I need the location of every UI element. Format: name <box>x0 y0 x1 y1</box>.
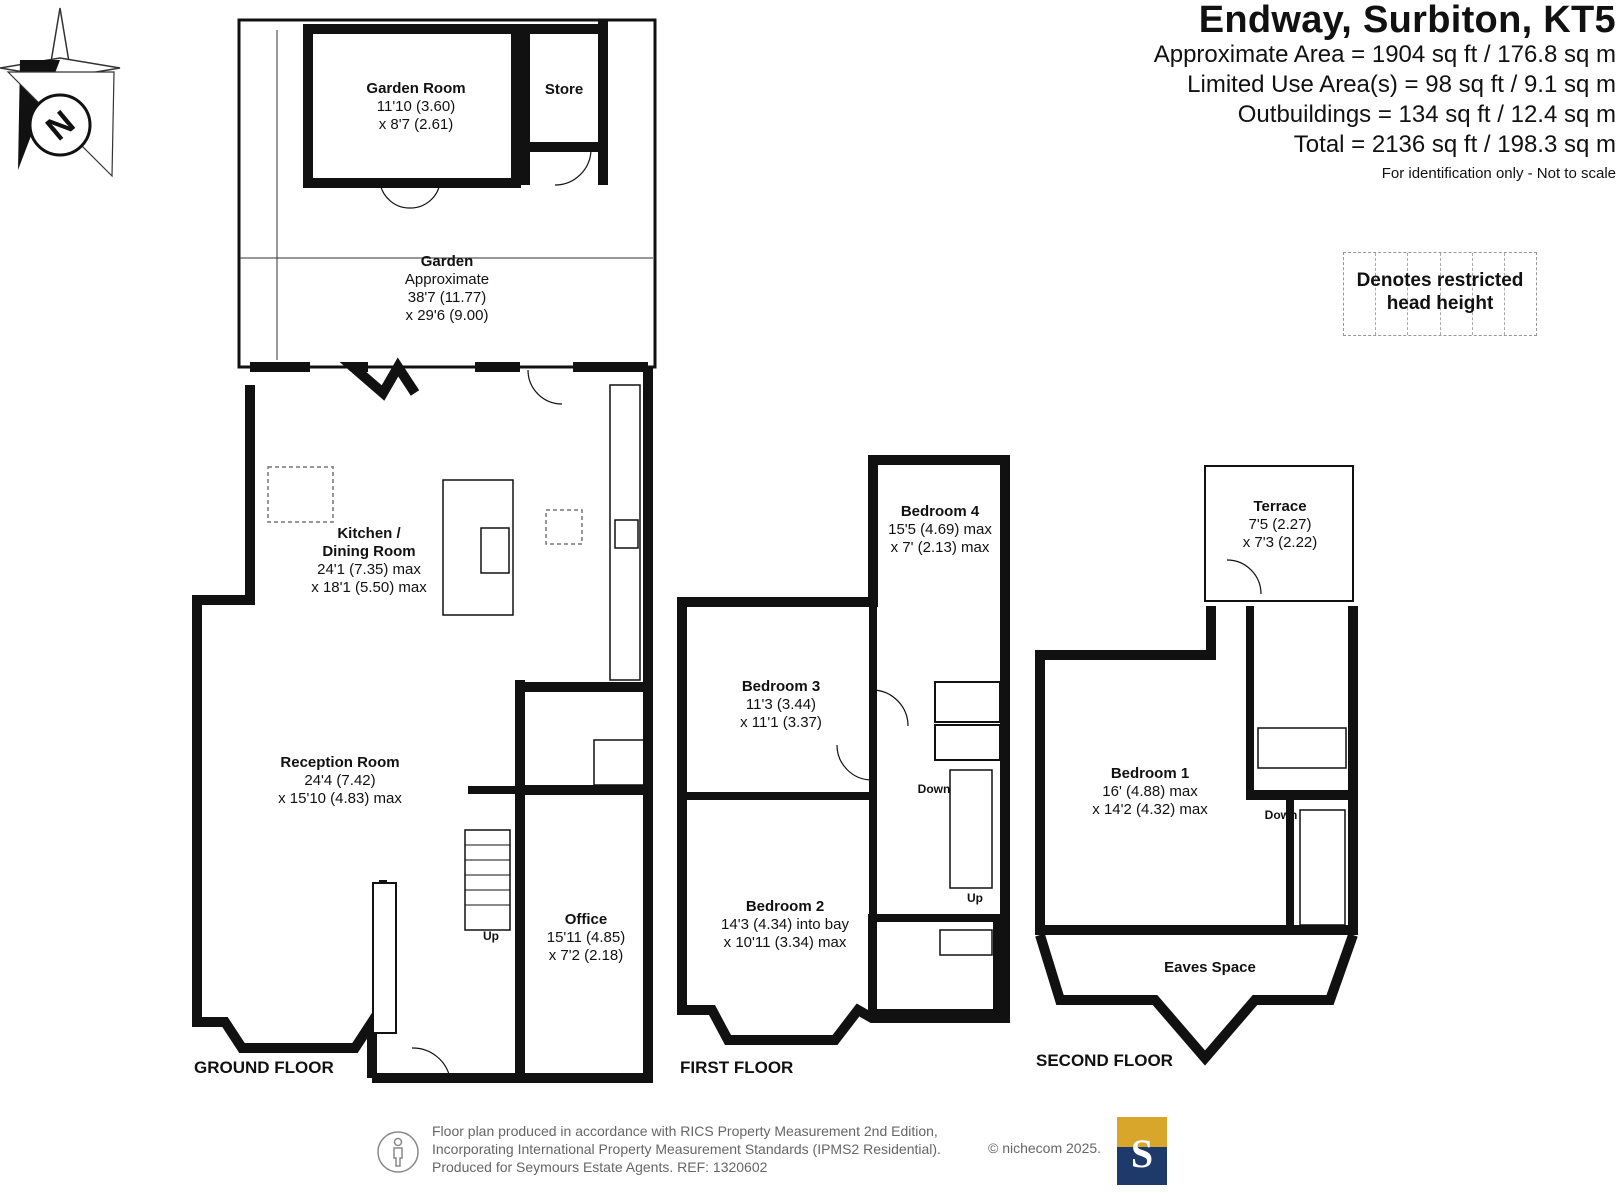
outbuildings-area: Outbuildings = 134 sq ft / 12.4 sq m <box>1237 101 1616 128</box>
bedroom2-dim2: x 10'11 (3.34) max <box>724 934 847 951</box>
stair-up-ground: Up <box>483 929 499 943</box>
reception-dim2: x 15'10 (4.83) max <box>278 790 402 807</box>
garden-dim2: x 29'6 (9.00) <box>406 307 489 324</box>
approx-area: Approximate Area = 1904 sq ft / 176.8 sq… <box>1153 41 1616 68</box>
bedroom2-dim1: 14'3 (4.34) into bay <box>721 916 849 933</box>
bedroom3-dim2: x 11'1 (3.37) <box>740 714 822 731</box>
stair-up-first: Up <box>967 891 983 905</box>
second-floor-plan <box>1035 465 1358 1066</box>
footer-line-2: Incorporating International Property Mea… <box>432 1141 941 1157</box>
bedroom3-name: Bedroom 3 <box>742 678 820 695</box>
first-floor-label: FIRST FLOOR <box>680 1058 794 1077</box>
garden-room-dim2: x 8'7 (2.61) <box>379 116 454 133</box>
bedroom3-dim1: 11'3 (3.44) <box>746 696 816 713</box>
reception-name: Reception Room <box>280 754 399 771</box>
terrace-name: Terrace <box>1253 498 1306 515</box>
property-header: Endway, Surbiton, KT5 Approximate Area =… <box>1154 0 1616 186</box>
copyright-note: © nichecom 2025. <box>988 1140 1102 1156</box>
bedroom2-name: Bedroom 2 <box>746 898 824 915</box>
ground-floor-plan <box>192 18 657 1083</box>
legend-line-1: Denotes restricted <box>1356 270 1524 291</box>
kitchen-dim2: x 18'1 (5.50) max <box>311 579 427 596</box>
terrace-dim2: x 7'3 (2.22) <box>1243 534 1318 551</box>
footer-line-3: Produced for Seymours Estate Agents. REF… <box>432 1159 768 1175</box>
restricted-height-legend: Denotes restricted head height <box>1343 252 1537 336</box>
eaves-name: Eaves Space <box>1164 959 1256 976</box>
person-icon <box>377 1131 419 1173</box>
kitchen-name-2: Dining Room <box>322 543 415 560</box>
garden-dim0: Approximate <box>405 271 489 288</box>
limited-use-area: Limited Use Area(s) = 98 sq ft / 9.1 sq … <box>1187 71 1616 98</box>
bedroom1-name: Bedroom 1 <box>1111 765 1189 782</box>
bedroom4-name: Bedroom 4 <box>901 503 980 520</box>
footer-line-1: Floor plan produced in accordance with R… <box>432 1123 938 1139</box>
second-floor-label: SECOND FLOOR <box>1036 1051 1173 1070</box>
bedroom4-dim1: 15'5 (4.69) max <box>888 521 992 538</box>
total-area: Total = 2136 sq ft / 198.3 sq m <box>1293 131 1616 158</box>
compass-rose: N <box>0 7 121 178</box>
not-to-scale-note: For identification only - Not to scale <box>1381 165 1616 182</box>
bedroom1-dim2: x 14'2 (4.32) max <box>1092 801 1208 818</box>
kitchen-name-1: Kitchen / <box>337 525 401 542</box>
garden-name: Garden <box>421 253 474 270</box>
garden-dim1: 38'7 (11.77) <box>408 289 486 306</box>
kitchen-dim1: 24'1 (7.35) max <box>317 561 421 578</box>
bedroom4-dim2: x 7' (2.13) max <box>891 539 990 556</box>
room-labels: Garden Room 11'10 (3.60) x 8'7 (2.61) St… <box>278 80 1317 976</box>
stair-down-first: Down <box>918 782 951 796</box>
legend-line-2: head height <box>1386 293 1494 314</box>
stair-down-second: Down <box>1265 808 1298 822</box>
garden-room-name: Garden Room <box>366 80 465 97</box>
store-name: Store <box>545 81 583 98</box>
logo-letter: S <box>1131 1131 1153 1176</box>
property-title: Endway, Surbiton, KT5 <box>1198 0 1616 41</box>
legend-hatch <box>1344 253 1536 335</box>
seymours-logo: S <box>1117 1117 1167 1185</box>
first-floor-plan <box>677 455 1010 1045</box>
ground-floor-label: GROUND FLOOR <box>194 1058 334 1077</box>
office-dim1: 15'11 (4.85) <box>547 929 625 946</box>
office-dim2: x 7'2 (2.18) <box>549 947 624 964</box>
terrace-dim1: 7'5 (2.27) <box>1249 516 1312 533</box>
garden-room-dim1: 11'10 (3.60) <box>377 98 455 115</box>
stair-labels: Up Down Up Down <box>483 782 1297 943</box>
office-name: Office <box>565 911 608 928</box>
reception-dim1: 24'4 (7.42) <box>304 772 375 789</box>
footer-note: Floor plan produced in accordance with R… <box>432 1122 941 1176</box>
legend-text: Denotes restricted head height <box>1344 269 1536 315</box>
bedroom1-dim1: 16' (4.88) max <box>1102 783 1198 800</box>
